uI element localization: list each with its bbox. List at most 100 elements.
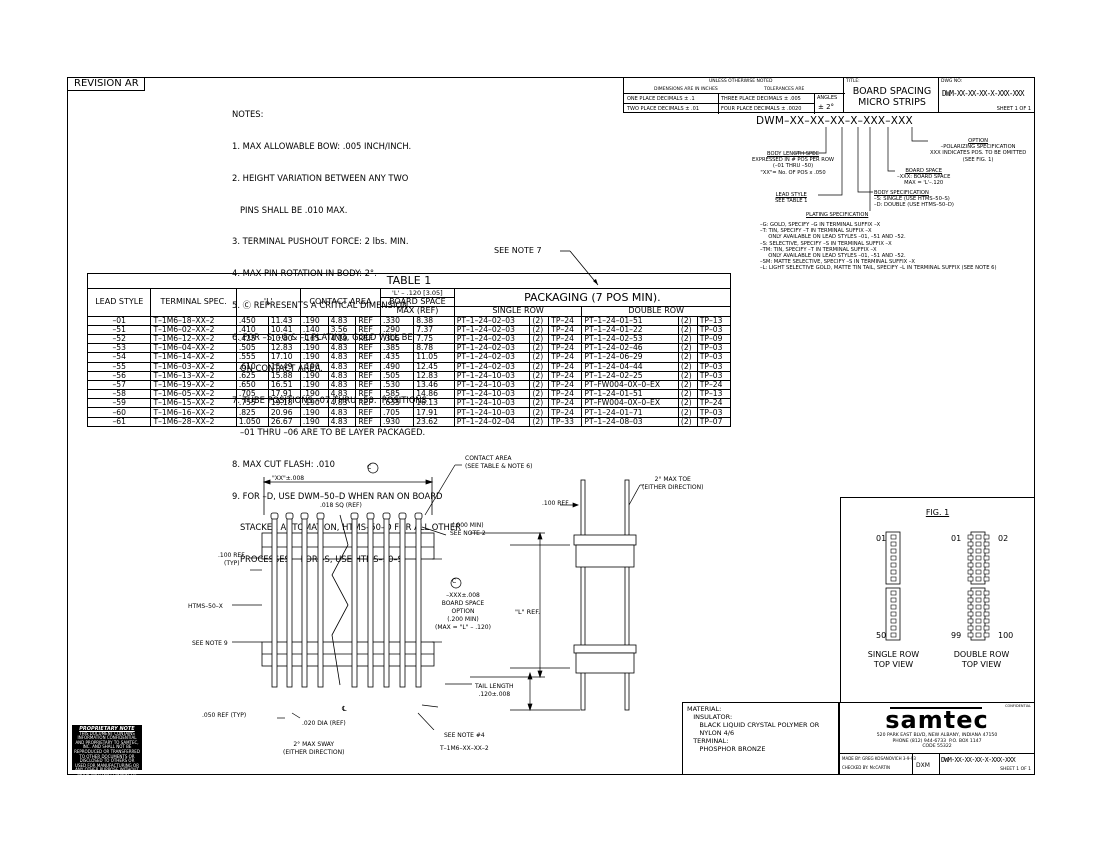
table-cell: 4.83 (327, 416, 357, 427)
title-box: TITLE: BOARD SPACING MICRO STRIPS (843, 77, 939, 113)
pin-pad (890, 604, 897, 610)
table-1: TABLE 1 LEAD STYLE TERMINAL SPEC. 'L' CO… (86, 273, 732, 427)
drawing-title: MICRO STRIPS (858, 97, 926, 108)
callout-title: BODY LENGTH SPEC (767, 151, 820, 157)
table-cell: PT–1–24–08–03 (581, 416, 679, 427)
pin-pad (975, 562, 982, 568)
col-header-terminal-spec: TERMINAL SPEC. (150, 288, 237, 317)
pin-pad (983, 604, 990, 610)
drawing-title: BOARD SPACING (852, 86, 932, 97)
double-row-label: DOUBLE ROW (953, 650, 1010, 659)
side-view-drawing (232, 462, 545, 730)
table-title: TABLE 1 (87, 273, 731, 289)
board-space-callout: BOARD SPACE –XXX: BOARD SPACE MAX = 'L'–… (897, 168, 950, 187)
table-cell: REF (355, 315, 382, 326)
terminal-pin (415, 516, 422, 688)
pin-tip (366, 512, 375, 520)
table-cell: 15.49 (267, 361, 301, 372)
terminal-part-label: T–1M6–XX–XX–2 (440, 745, 489, 752)
table-cell: PT–1–24–02–04 (453, 416, 531, 427)
see-note-4-label: SEE NOTE #4 (444, 732, 485, 739)
table-cell: PT–1–24–01–51 (581, 315, 679, 326)
pin-pad (983, 625, 990, 631)
option-callout: OPTION –POLARIZING SPECIFICATION XXX IND… (930, 138, 1026, 163)
pin-tip (350, 512, 359, 520)
pin-pad (975, 625, 982, 631)
table-cell: .190 (299, 352, 329, 363)
table-cell: .435 (380, 352, 415, 363)
xx-dimension: "XX"±.008 (272, 475, 305, 482)
pin-pad (967, 562, 974, 568)
note-line: NOTES: (232, 109, 264, 120)
position-label: 01 (876, 534, 887, 543)
table-cell: 20.96 (267, 407, 301, 418)
table-cell: .190 (299, 398, 329, 409)
tolerance-header: DIMENSIONS ARE IN INCHES (654, 87, 718, 92)
pin-pad (975, 604, 982, 610)
table-cell: 4.83 (327, 361, 357, 372)
note-line: 3. TERMINAL PUSHOUT FORCE: 2 lbs. MIN. (232, 236, 409, 247)
table-cell: PT–1–24–02–03 (453, 361, 531, 372)
table-cell: 4.83 (327, 352, 357, 363)
tail-length-label: TAIL LENGTH .120±.008 (475, 683, 514, 698)
title-label: TITLE: (846, 79, 860, 84)
proprietary-note: PROPRIETARY NOTE THIS DOCUMENT CONTAINS … (72, 725, 142, 781)
table-cell: 26.67 (267, 416, 301, 427)
table-cell: PT–1–24–10–03 (453, 370, 531, 381)
revision-label: REVISION AR (67, 77, 145, 91)
table-cell: .190 (299, 361, 329, 372)
table-cell: PT–1–24–01–71 (581, 407, 679, 418)
table-cell: REF (355, 361, 382, 372)
angles-label: ANGLES (817, 95, 838, 101)
table-cell: (2) (677, 361, 698, 372)
pin-pad (967, 611, 974, 617)
table-cell: .635 (380, 398, 415, 409)
pin-pad (975, 569, 982, 575)
pin-pad (983, 569, 990, 575)
pin-pad (983, 576, 990, 582)
figure-title: FIG. 1 (925, 508, 950, 517)
table-cell: 12.83 (413, 370, 455, 381)
table-cell: 4.83 (327, 398, 357, 409)
table-cell: TP–24 (548, 361, 583, 372)
sheet-number: SHEET 1 OF 1 (996, 106, 1031, 112)
table-cell: REF (355, 407, 382, 418)
table-cell: TP–07 (696, 416, 732, 427)
table-cell: TP–24 (548, 315, 583, 326)
terminal-pin (383, 516, 390, 688)
table-cell: PT–1–24–10–03 (453, 407, 531, 418)
checked-by: CHECKED BY: McCARTIN (842, 765, 890, 770)
table-cell: 11.05 (413, 352, 455, 363)
table-cell: (2) (529, 315, 550, 326)
table-cell: T–1M6–14–XX–2 (150, 352, 237, 363)
corner-note: CONFIDENTIAL (1005, 704, 1031, 708)
max-sway-label: 2° MAX SWAY (EITHER DIRECTION) (283, 741, 345, 756)
terminal-pin (317, 516, 324, 688)
angles-value: ± 2° (818, 103, 835, 111)
proprietary-heading: PROPRIETARY NOTE (79, 726, 135, 732)
pin-tip (414, 512, 423, 520)
table-cell: TP–33 (548, 416, 583, 427)
table-cell: .190 (299, 370, 329, 381)
pin-pad (983, 597, 990, 603)
table-cell: (2) (677, 315, 698, 326)
callout-text: –POLARIZING SPECIFICATION XXX INDICATES … (930, 144, 1027, 163)
table-cell: REF (355, 352, 382, 363)
table-cell: (2) (529, 370, 550, 381)
table-cell: 16.13 (413, 398, 455, 409)
table-cell: TP–03 (696, 361, 732, 372)
table-cell: 17.91 (413, 407, 455, 418)
company-block: CONFIDENTIAL samtec 520 PARK EAST BLVD, … (839, 702, 1035, 754)
single-row-label: SINGLE ROW (867, 650, 920, 659)
dwg-number: DWM-XX-XX-XX-X-XXX-XXX (942, 89, 1025, 98)
htms-label: HTMS–50–X (188, 603, 223, 610)
critical-symbol: C (452, 578, 457, 585)
table-cell: .505 (380, 370, 415, 381)
table-cell: REF (355, 398, 382, 409)
col-header-single-row: SINGLE ROW (453, 306, 583, 317)
pin-pad (983, 555, 990, 561)
table-cell: –59 (86, 398, 152, 409)
